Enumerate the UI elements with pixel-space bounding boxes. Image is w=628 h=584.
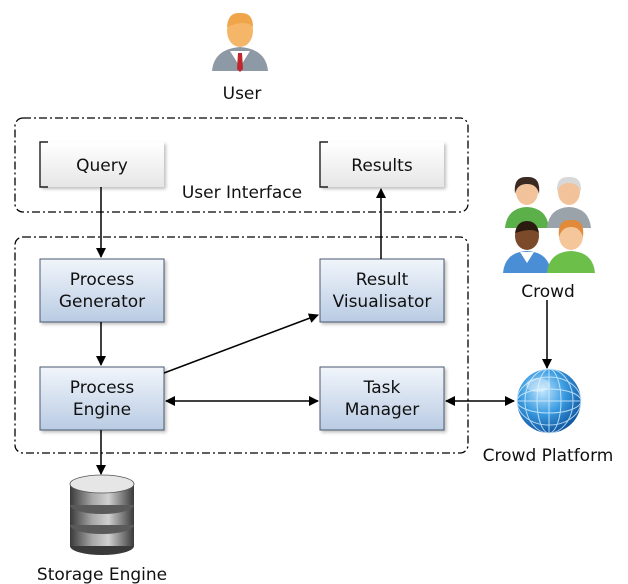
crowd-platform-label: Crowd Platform bbox=[483, 446, 614, 466]
task-manager-line1: Task bbox=[363, 378, 401, 398]
query-label: Query bbox=[76, 156, 128, 176]
process-generator-line2: Generator bbox=[59, 292, 145, 312]
backend-group bbox=[14, 236, 469, 454]
task-manager-box: Task Manager bbox=[319, 366, 445, 431]
results-box: Results bbox=[319, 141, 444, 188]
process-generator-line1: Process bbox=[70, 270, 135, 290]
globe-icon bbox=[516, 368, 582, 434]
crowd-icon bbox=[503, 176, 595, 273]
results-label: Results bbox=[351, 156, 413, 176]
user-icon bbox=[212, 12, 268, 72]
task-manager-line2: Manager bbox=[345, 400, 420, 420]
arrow-engine-to-visualisator bbox=[163, 313, 319, 374]
database-icon bbox=[69, 474, 135, 555]
user-interface-label: User Interface bbox=[182, 183, 302, 203]
result-visualisator-line1: Result bbox=[356, 270, 409, 290]
process-engine-line2: Engine bbox=[73, 400, 131, 420]
user-interface-group bbox=[14, 117, 469, 213]
query-box: Query bbox=[39, 141, 164, 188]
crowd-label: Crowd bbox=[521, 282, 575, 302]
result-visualisator-line2: Visualisator bbox=[333, 292, 432, 312]
process-engine-line1: Process bbox=[70, 378, 135, 398]
process-generator-box: Process Generator bbox=[39, 258, 165, 323]
user-label: User bbox=[223, 84, 262, 104]
process-engine-box: Process Engine bbox=[39, 366, 165, 431]
result-visualisator-box: Result Visualisator bbox=[319, 258, 445, 323]
storage-engine-label: Storage Engine bbox=[37, 565, 167, 584]
